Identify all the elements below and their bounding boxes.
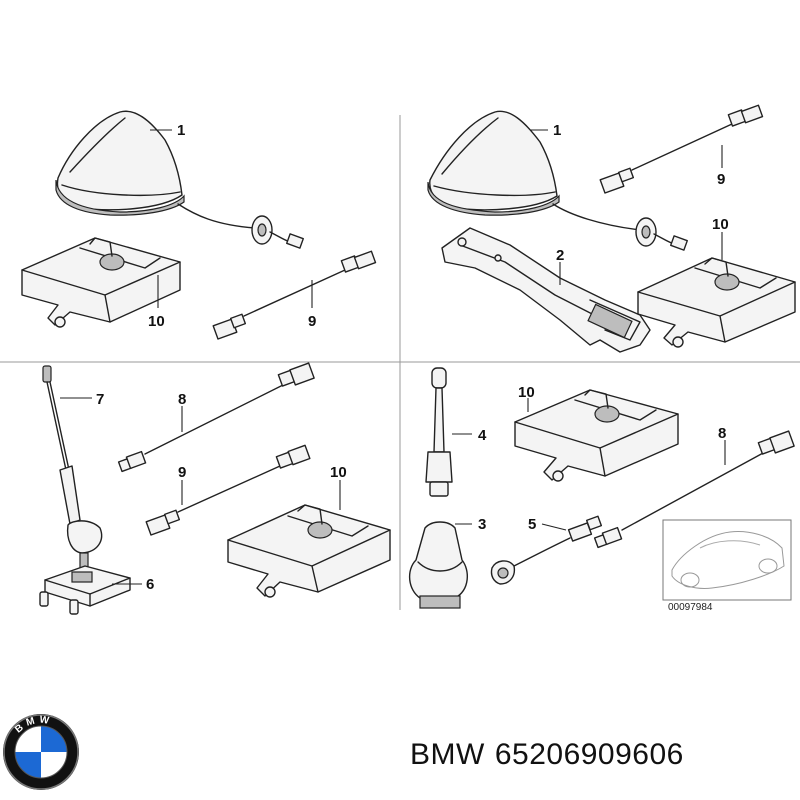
- callout-10-tr: 10: [712, 216, 729, 233]
- callout-9-tl: 9: [308, 313, 316, 330]
- callout-1-tr: 1: [553, 122, 561, 139]
- cable-9-tr: [599, 104, 764, 194]
- shark-fin-antenna-right: [427, 110, 560, 216]
- amplifier-module-br: [514, 389, 679, 482]
- callout-5-br: 5: [528, 516, 536, 533]
- mounting-bracket-2: [441, 227, 651, 353]
- amplifier-module-tl: [21, 237, 181, 328]
- shark-fin-antenna-left: [55, 110, 185, 216]
- callout-10-br: 10: [518, 384, 535, 401]
- callout-10-tl: 10: [148, 313, 165, 330]
- antenna-cable-right: [552, 203, 641, 231]
- brand-name: BMW: [410, 738, 485, 771]
- reference-number: 00097984: [668, 602, 713, 613]
- stub-antenna-4: [425, 367, 453, 497]
- callout-2-tr: 2: [556, 247, 564, 264]
- grommet-right: [635, 217, 657, 247]
- amplifier-module-bl: [227, 504, 391, 598]
- car-silhouette: [671, 531, 785, 589]
- callout-1-tl: 1: [177, 122, 185, 139]
- callout-10-bl: 10: [330, 464, 347, 481]
- cable-8-bl: [117, 362, 315, 473]
- callout-9-bl: 9: [178, 464, 186, 481]
- grommet-left: [251, 215, 273, 245]
- plug-right: [670, 235, 688, 251]
- cable-8-br: [593, 430, 795, 549]
- callout-7-bl: 7: [96, 391, 104, 408]
- vehicle-reference-inset: [662, 519, 792, 601]
- callout-3-br: 3: [478, 516, 486, 533]
- adapter-cable-5: [490, 515, 603, 585]
- antenna-base-6: [39, 565, 131, 615]
- callout-6-bl: 6: [146, 576, 154, 593]
- part-caption: BMW 65206909606: [410, 738, 694, 772]
- callout-8-bl: 8: [178, 391, 186, 408]
- antenna-cable-left: [177, 203, 256, 229]
- bmw-logo: BMW: [3, 714, 79, 790]
- callout-9-tr: 9: [717, 171, 725, 188]
- cable-9-tl: [212, 250, 377, 340]
- callout-4-br: 4: [478, 427, 487, 444]
- rod-antenna-7: [42, 365, 103, 572]
- plug-left: [286, 233, 304, 249]
- antenna-foot-3: [409, 521, 468, 609]
- part-number: 65206909606: [494, 738, 684, 771]
- amplifier-module-tr: [637, 257, 796, 348]
- callout-8-br: 8: [718, 425, 726, 442]
- cable-9-bl: [145, 444, 311, 536]
